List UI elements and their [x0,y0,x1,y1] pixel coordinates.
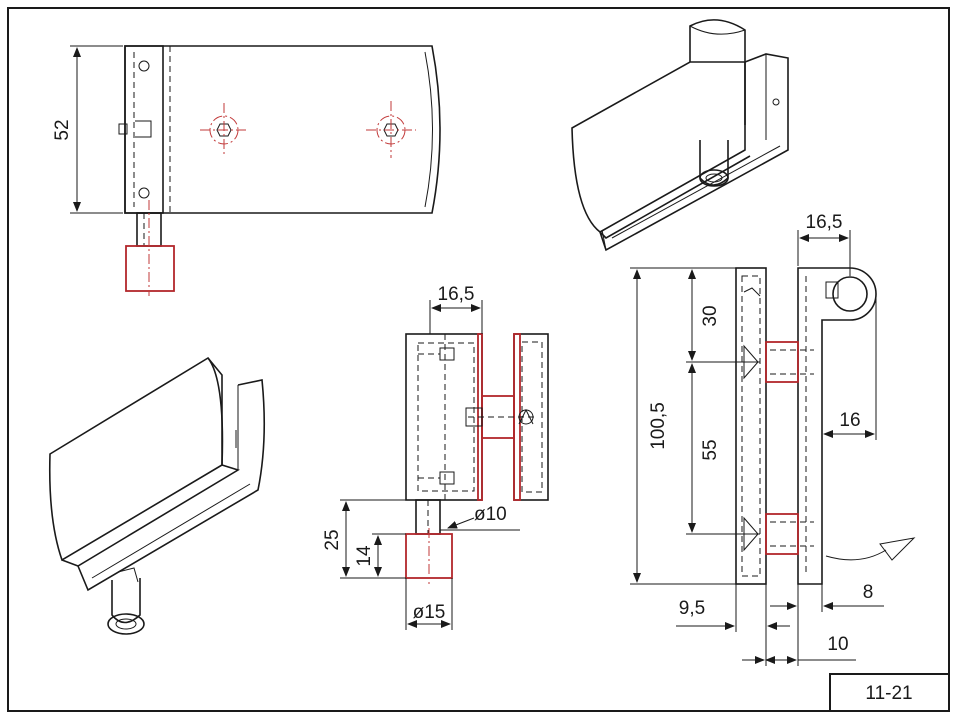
dim-side-width: 16,5 [806,212,843,233]
dim-front-width: 16,5 [438,284,475,305]
title-block: 11-21 [829,673,950,712]
dim-side-plate: 9,5 [679,598,705,619]
dim-front-total: 25 [322,529,343,550]
dim-side-leaf: 16 [839,410,860,431]
front-view: 16,5 ø10 25 14 ø15 [322,284,549,630]
dim-front-rod-dia: ø10 [474,504,507,525]
dim-front-knob-dia: ø15 [413,602,446,623]
dim-side-spacing: 55 [700,439,721,460]
iso-view-top [571,19,789,252]
dim-side-gap: 8 [863,582,874,603]
dim-side-top: 30 [700,305,721,326]
sheet-border [7,7,950,712]
dim-top-height: 52 [52,119,73,140]
side-view: 16,5 100,5 30 55 16 8 9,5 [630,212,916,666]
dim-side-offset: 10 [827,634,848,655]
dim-side-total: 100,5 [648,402,669,450]
iso-view-bottom [48,356,266,635]
dim-front-knob-h: 14 [354,545,375,567]
sheet-number: 11-21 [865,683,912,704]
top-view: 52 [52,45,441,296]
